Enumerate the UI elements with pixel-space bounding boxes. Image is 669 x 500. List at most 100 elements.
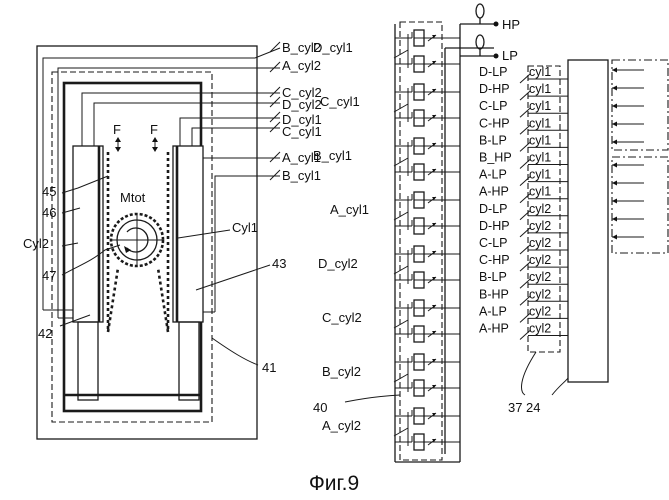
valve (395, 272, 460, 288)
valve-group: B_cyl1 (313, 138, 460, 180)
leader-40 (345, 395, 400, 402)
valve-group-label: C_cyl1 (320, 94, 360, 109)
line-label: D_cyl2 (282, 97, 322, 112)
output-signal-label: B_HP (479, 151, 512, 165)
valve-group-label: B_cyl2 (322, 364, 361, 379)
output-signal-label: D-LP (479, 65, 507, 79)
valve (395, 408, 460, 424)
group-tick (394, 158, 408, 166)
line-label: A_cyl1 (282, 150, 321, 165)
hp-label: HP (502, 17, 520, 32)
valve-group: C_cyl2 (322, 300, 460, 342)
hp-port (494, 22, 499, 27)
output-signal-label: A-HP (479, 322, 509, 336)
valve (395, 380, 460, 396)
valve (395, 434, 460, 450)
output-cyl-label: cyl1 (529, 185, 551, 199)
output-cyl-label: cyl1 (529, 133, 551, 147)
sensor-arrow (612, 199, 644, 204)
valve-group: D_cyl1 (313, 30, 460, 72)
ref-42: 42 (38, 326, 52, 341)
output-row: D-HPcyl2 (479, 219, 568, 237)
group-tick (394, 212, 408, 220)
valve (395, 326, 460, 342)
output-signal-label: B-LP (479, 133, 507, 147)
output-row: D-HPcyl1 (479, 82, 568, 100)
group-tick (394, 104, 408, 112)
output-cyl-label: cyl1 (529, 168, 551, 182)
output-row: C-LP cyl2 (479, 236, 568, 254)
sensor-arrows (612, 68, 644, 240)
line-c-cyl1 (192, 128, 280, 146)
valve-group: D_cyl2 (318, 246, 460, 288)
output-row: B-HP cyl2 (479, 287, 568, 305)
sensor-arrow (612, 235, 644, 240)
outer-frame (37, 46, 257, 439)
ref-24: 24 (526, 400, 540, 415)
cyl1-rod (179, 322, 199, 400)
output-signal-label: C-LP (479, 99, 507, 113)
figure-caption: Фиг.9 (309, 472, 359, 495)
output-row: B_HPcyl1 (479, 151, 568, 169)
group-tick (394, 428, 408, 436)
cyl1-label: Cyl1 (232, 220, 258, 235)
controller-24 (568, 60, 608, 382)
output-row: D-LPcyl1 (479, 65, 568, 83)
output-row: B-LPcyl2 (479, 270, 568, 288)
valve (395, 138, 460, 154)
output-signal-label: D-HP (479, 82, 510, 96)
output-cyl-label: cyl2 (529, 304, 551, 318)
valve (395, 192, 460, 208)
line-label: C_cyl1 (282, 124, 322, 139)
outputs: D-LPcyl1D-HPcyl1C-LPcyl1C-HPcyl1B-LPcyl1… (345, 60, 668, 402)
output-cyl-label: cyl2 (529, 287, 551, 301)
gear-link-right (158, 268, 168, 332)
line-label: B_cyl1 (282, 168, 321, 183)
valve (395, 164, 460, 180)
leader-37 (522, 352, 536, 395)
output-row: C-HPcyl2 (479, 253, 568, 271)
force-label-left: F (113, 122, 121, 137)
line-b-cyl1 (215, 176, 280, 312)
sensor-arrow (612, 140, 644, 145)
valve-groups: D_cyl1C_cyl1B_cyl1A_cyl1D_cyl2C_cyl2B_cy… (313, 30, 460, 450)
sensor-arrow (612, 217, 644, 222)
line-d-cyl2 (94, 103, 280, 146)
hp-rail (395, 24, 460, 462)
output-row: A-LP cyl1 (479, 168, 568, 186)
ref-40: 40 (313, 400, 327, 415)
output-signal-label: B-HP (479, 287, 509, 301)
sensor-arrow (612, 181, 644, 186)
valve (395, 30, 460, 46)
output-row: A-LPcyl2 (479, 304, 568, 322)
rotation-arrowhead (124, 246, 131, 253)
output-row: A-HPcyl2 (479, 322, 568, 340)
ref-45: 45 (42, 184, 56, 199)
valve (395, 84, 460, 100)
force-arrow-right (152, 137, 158, 152)
gear-link-left (108, 268, 118, 332)
valve-group: A_cyl2 (322, 408, 460, 450)
output-cyl-label: cyl2 (529, 236, 551, 250)
ref-37: 37 (508, 400, 522, 415)
output-signal-label: C-LP (479, 236, 507, 250)
output-row: A-HPcyl1 (479, 185, 568, 203)
valve (395, 218, 460, 234)
line-c-cyl2 (82, 93, 280, 146)
output-cyl-label: cyl1 (529, 116, 551, 130)
lp-accumulator (476, 35, 484, 49)
output-row: C-LPcyl1 (479, 99, 568, 117)
line-d-cyl1 (180, 118, 280, 146)
ref-46: 46 (42, 205, 56, 220)
output-row: D-LP cyl2 (479, 202, 568, 220)
valve-bank: D_cyl1C_cyl1B_cyl1A_cyl1D_cyl2C_cyl2B_cy… (313, 4, 499, 462)
output-signal-label: D-LP (479, 202, 507, 216)
leader-24 (552, 378, 568, 395)
output-cyl-label: cyl2 (529, 253, 551, 267)
sensor-arrow (612, 86, 644, 91)
valve (395, 354, 460, 370)
output-cyl-label: cyl2 (529, 202, 551, 216)
valve (395, 246, 460, 262)
output-signal-label: A-LP (479, 168, 507, 182)
